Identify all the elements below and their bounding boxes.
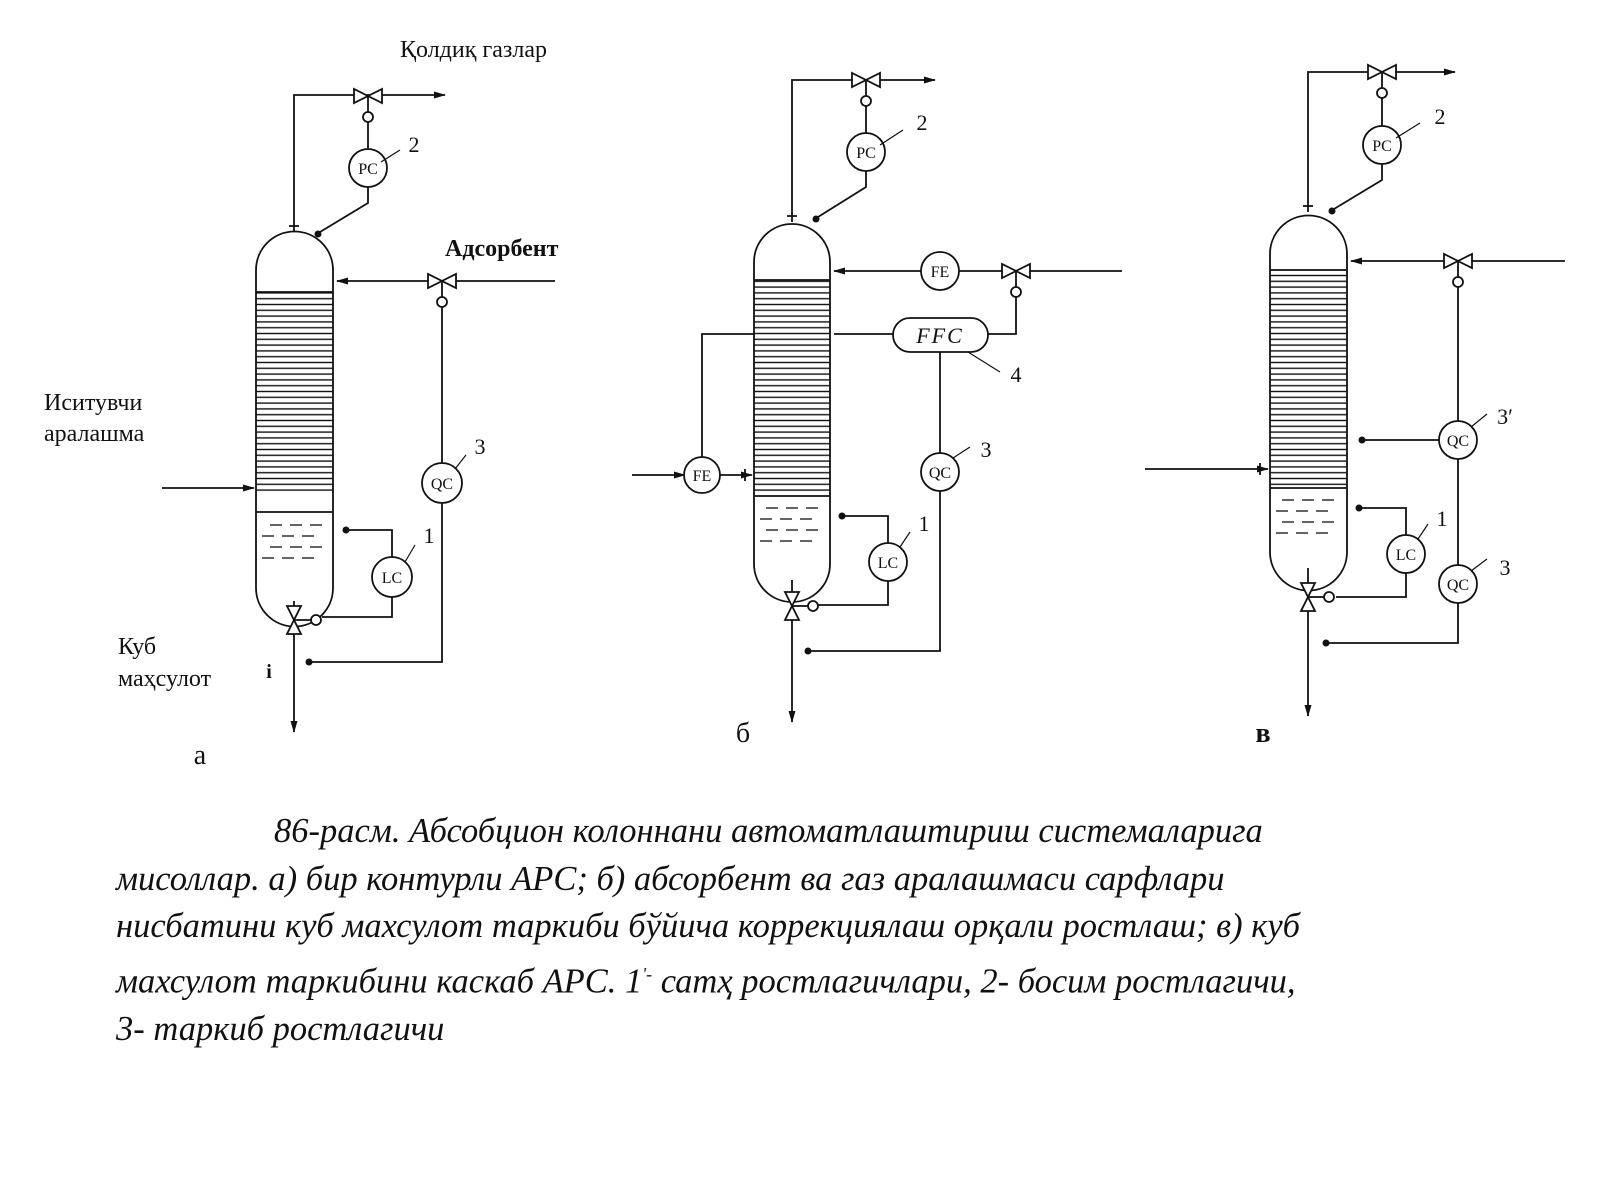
feed-label-2: аралашма <box>44 421 145 447</box>
diagram-b-label: б <box>736 718 750 749</box>
residual-gases-label: Қолдиқ газлар <box>400 37 547 63</box>
diagram-a-label: а <box>194 740 207 771</box>
caption-line-3: нисбатини куб махсулот таркиби бўйича ко… <box>116 907 1301 945</box>
qc-controller-a: QC <box>421 462 463 504</box>
pc-controller-c: PC <box>1362 125 1402 165</box>
qc-lower-controller-c: QC <box>1438 564 1478 604</box>
qc-label-b: QC <box>929 465 951 482</box>
valve-b-bottom <box>783 591 819 621</box>
pc-label-a: PC <box>358 161 378 178</box>
valve-b-absorbent <box>1001 262 1031 298</box>
caption-line-4: махсулот таркибини каскаб АРС. 1'- сатҳ … <box>116 951 1540 1006</box>
diagram-b: PC 2 FE FFC 4 QC 3 <box>632 71 1122 749</box>
bottom-product-label-1: Куб <box>118 634 156 660</box>
bottom-product-label-2: маҳсулот <box>118 666 212 692</box>
fe-left-label-b: FE <box>693 468 712 485</box>
caption-line-4b: сатҳ ростлагичлари, 2- босим ростлагичи, <box>652 962 1296 1000</box>
valve-c-bottom <box>1299 582 1335 612</box>
lc-controller-a: LC <box>371 556 413 598</box>
liquid-level-c <box>1276 499 1334 534</box>
column-a <box>255 230 334 628</box>
fe-top-b: FE <box>920 251 960 291</box>
lc-number-b: 1 <box>919 511 930 536</box>
valve-a-bottom <box>285 605 322 635</box>
diagram-a: PC 2 Қолдиқ газлар Адсорбент QC 3 Иситув… <box>44 37 559 771</box>
pc-number-b: 2 <box>917 110 928 135</box>
qc-lower-label-c: QC <box>1447 577 1469 594</box>
absorbent-label: Адсорбент <box>445 236 559 262</box>
column-c <box>1269 214 1348 592</box>
pc-label-b: PC <box>856 145 876 162</box>
diagram-c-label: в <box>1255 718 1270 749</box>
pc-number-a: 2 <box>409 132 420 157</box>
valve-c-top <box>1367 63 1397 99</box>
ffc-label-b: FFC <box>915 323 964 348</box>
lc-number-c: 1 <box>1437 506 1448 531</box>
qc-label-a: QC <box>431 476 453 493</box>
fe-top-label-b: FE <box>931 264 950 281</box>
qc-controller-b: QC <box>920 452 960 492</box>
qc-upper-number-c: 3′ <box>1497 404 1513 429</box>
liquid-level-a <box>262 524 322 559</box>
ffc-controller-b: FFC <box>892 317 989 353</box>
lc-label-a: LC <box>382 570 402 587</box>
pc-label-c: PC <box>1372 138 1392 155</box>
caption-line-2: мисоллар. а) бир контурли АРС; б) абсорб… <box>116 859 1225 898</box>
diagram-c: PC 2 QC 3′ QC 3 <box>1145 63 1565 749</box>
caption-line-4-sup: '- <box>642 963 653 984</box>
valve-a-absorbent <box>427 272 457 308</box>
caption-line-4a: махсулот таркибини каскаб АРС. 1 <box>116 962 643 1000</box>
valve-b-top <box>851 71 881 107</box>
column-b <box>753 223 831 603</box>
liquid-level-b <box>760 507 818 542</box>
feed-label-1: Иситувчи <box>44 390 142 416</box>
caption-line-5: 3- таркиб ростлагичи <box>116 1009 445 1048</box>
qc-lower-number-c: 3 <box>1500 555 1511 580</box>
fe-left-b: FE <box>683 456 721 494</box>
qc-number-a: 3 <box>475 434 486 459</box>
valve-a-top <box>353 87 383 123</box>
absorption-column-diagrams: PC 2 Қолдиқ газлар Адсорбент QC 3 Иситув… <box>44 37 1565 771</box>
pc-controller-b: PC <box>846 132 886 172</box>
pc-controller-a: PC <box>348 148 388 188</box>
figure-caption: 86-расм. Абсобцион колоннани автоматлашт… <box>116 808 1540 1053</box>
lc-label-b: LC <box>878 555 898 572</box>
lc-controller-c: LC <box>1386 534 1426 574</box>
lc-controller-b: LC <box>868 542 908 582</box>
lc-number-a: 1 <box>424 523 435 548</box>
qc-number-b: 3 <box>981 437 992 462</box>
mark-a: i <box>266 661 272 683</box>
caption-line-1: 86-расм. Абсобцион колоннани автоматлашт… <box>274 812 1263 850</box>
ffc-number-b: 4 <box>1011 362 1022 387</box>
qc-upper-label-c: QC <box>1447 433 1469 450</box>
lc-label-c: LC <box>1396 547 1416 564</box>
pc-number-c: 2 <box>1435 104 1446 129</box>
valve-c-absorbent <box>1443 252 1473 288</box>
